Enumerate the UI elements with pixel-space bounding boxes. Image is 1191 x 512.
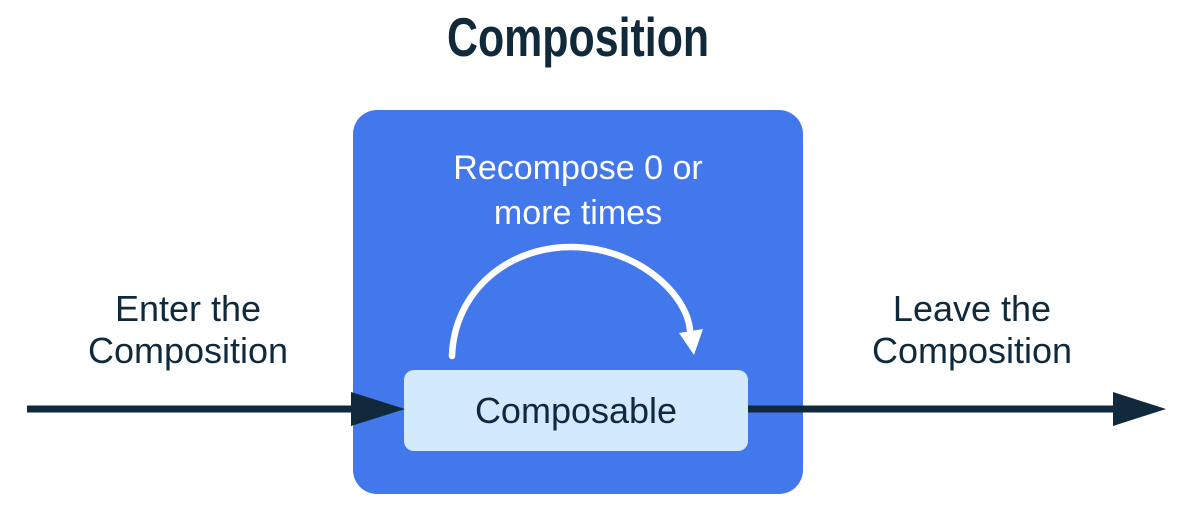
composable-node: Composable: [404, 370, 748, 451]
composable-label: Composable: [474, 389, 678, 431]
enter-composition-label: Enter the Composition: [87, 288, 289, 371]
composition-container: Recompose 0 or more times Composable: [353, 110, 803, 494]
page-title: Composition: [446, 6, 710, 68]
recompose-label: Recompose 0 or more times: [453, 149, 703, 232]
leave-composition-label: Leave the Composition: [871, 288, 1073, 371]
page-title-wrap: Composition: [353, 10, 803, 65]
leave-arrow-icon: [748, 392, 1166, 426]
enter-arrow-icon: [27, 392, 405, 426]
